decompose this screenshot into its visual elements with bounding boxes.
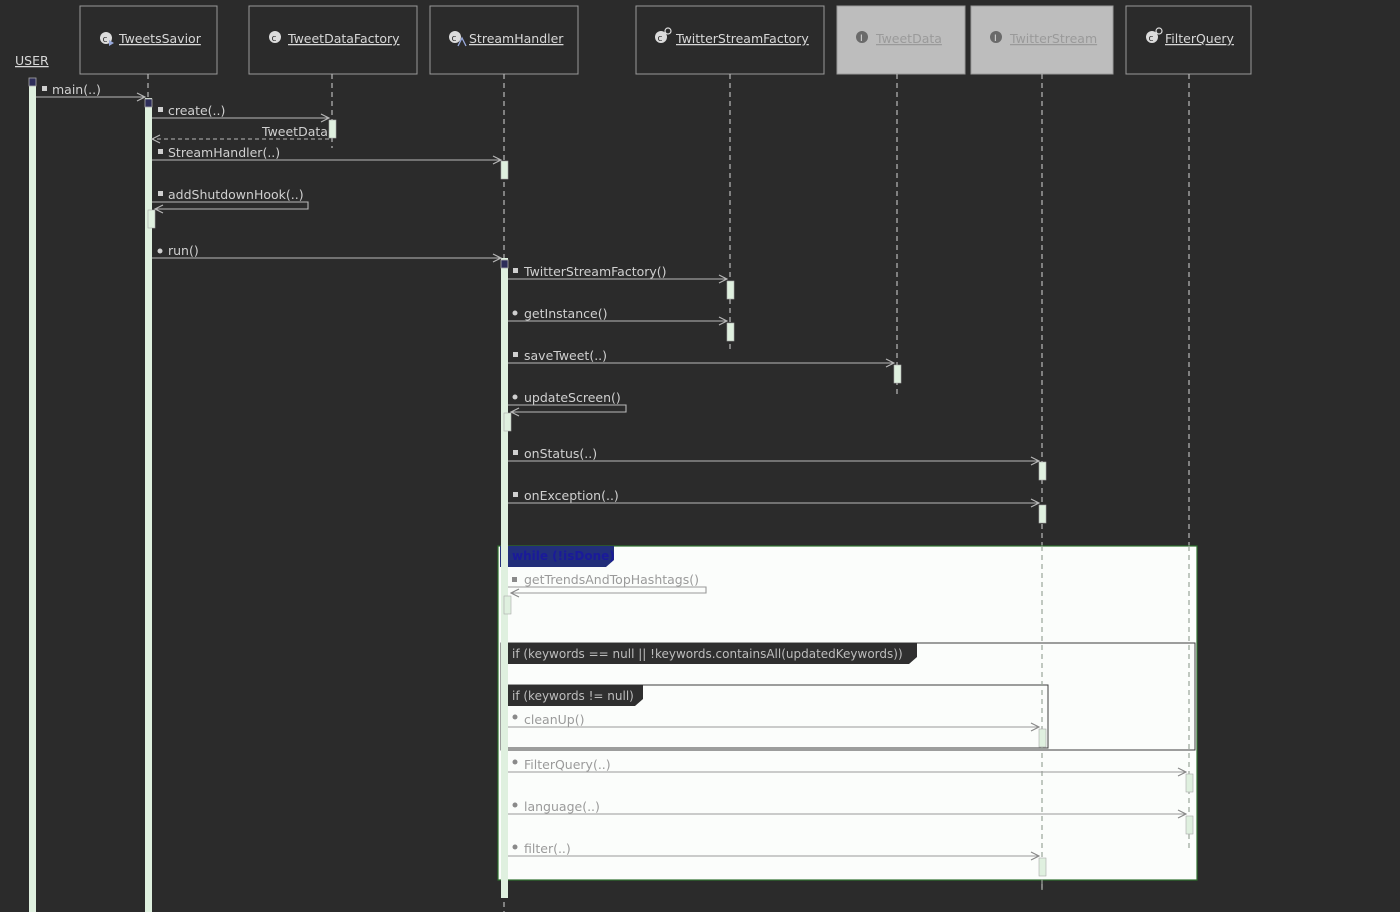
message-addshutdownhook: addShutdownHook(..) bbox=[168, 187, 304, 202]
participant-label: TweetDataFactory bbox=[287, 31, 400, 46]
message-create: create(..) bbox=[168, 103, 225, 118]
svg-text:c: c bbox=[658, 34, 663, 44]
class-icon: c bbox=[269, 31, 281, 44]
method-icon bbox=[513, 492, 518, 497]
method-icon bbox=[512, 759, 518, 765]
participant-label: TweetData bbox=[875, 31, 942, 46]
method-icon bbox=[158, 149, 163, 154]
participant-streamhandler[interactable]: c StreamHandler bbox=[429, 5, 579, 75]
method-icon bbox=[42, 86, 47, 91]
message-gettrendsandtophashtags: getTrendsAndTopHashtags() bbox=[524, 572, 699, 587]
user-actor-label: USER bbox=[15, 53, 49, 68]
message-twitterstreamfactory-ctor: TwitterStreamFactory() bbox=[523, 264, 667, 279]
participant-tweetdatafactory[interactable]: c TweetDataFactory bbox=[248, 5, 418, 75]
interface-icon: I bbox=[990, 31, 1002, 44]
participant-twitterstream[interactable]: I TwitterStream bbox=[970, 5, 1114, 75]
message-return-tweetdata: TweetData bbox=[261, 124, 328, 139]
participant-twitterstreamfactory[interactable]: c TwitterStreamFactory bbox=[635, 5, 825, 75]
frame-method-icons bbox=[512, 577, 518, 850]
svg-text:c: c bbox=[103, 35, 108, 45]
if-outer-frame: if (keywords == null || !keywords.contai… bbox=[500, 642, 1196, 751]
message-cleanup: cleanUp() bbox=[524, 712, 584, 727]
method-icon bbox=[512, 714, 518, 720]
svg-text:I: I bbox=[994, 34, 997, 44]
message-updatescreen: updateScreen() bbox=[524, 390, 621, 405]
final-class-icon: c bbox=[1146, 27, 1163, 44]
while-frame: while (!isDone) bbox=[497, 545, 1198, 881]
method-icon bbox=[513, 450, 518, 455]
participant-label: StreamHandler bbox=[469, 31, 564, 46]
method-icon bbox=[513, 268, 518, 273]
messages bbox=[36, 97, 1039, 503]
method-icon bbox=[157, 248, 163, 254]
svg-text:c: c bbox=[452, 34, 457, 44]
frame-message-labels: getTrendsAndTopHashtags() cleanUp() Filt… bbox=[524, 572, 699, 856]
message-savetweet: saveTweet(..) bbox=[524, 348, 607, 363]
call-boxes bbox=[147, 119, 1194, 877]
message-main: main(..) bbox=[52, 82, 101, 97]
message-getinstance: getInstance() bbox=[524, 306, 607, 321]
svg-text:c: c bbox=[272, 34, 277, 44]
activation-tweetssavior bbox=[145, 98, 152, 912]
message-streamhandler-ctor: StreamHandler(..) bbox=[168, 145, 280, 160]
frame-lifelines bbox=[1041, 546, 1190, 890]
method-icon bbox=[512, 844, 518, 850]
interface-icon: I bbox=[856, 31, 868, 44]
abstract-class-icon: c bbox=[449, 31, 467, 47]
class-main-icon: c bbox=[100, 32, 114, 46]
method-icon bbox=[512, 394, 518, 400]
participant-tweetdata[interactable]: I TweetData bbox=[836, 5, 966, 75]
if-outer-frame-label: if (keywords == null || !keywords.contai… bbox=[512, 647, 903, 661]
message-filterquery-ctor: FilterQuery(..) bbox=[524, 757, 611, 772]
activations bbox=[28, 77, 509, 912]
activation-user bbox=[29, 78, 36, 912]
message-onstatus: onStatus(..) bbox=[524, 446, 597, 461]
message-labels: main(..) create(..) TweetData StreamHand… bbox=[52, 82, 667, 503]
message-run: run() bbox=[168, 243, 199, 258]
final-class-icon: c bbox=[655, 27, 672, 44]
method-icon bbox=[158, 107, 163, 112]
method-icons bbox=[42, 86, 518, 497]
method-icon bbox=[158, 191, 163, 196]
activation-streamhandler bbox=[501, 258, 508, 898]
svg-text:c: c bbox=[1149, 34, 1154, 44]
participant-label: TwitterStream bbox=[1009, 31, 1097, 46]
method-icon bbox=[512, 802, 518, 808]
if-inner-frame-label: if (keywords != null) bbox=[512, 689, 634, 703]
message-onexception: onException(..) bbox=[524, 488, 619, 503]
method-icon bbox=[512, 577, 517, 582]
participant-tweetssavior[interactable]: c TweetsSavior bbox=[79, 5, 218, 75]
frame-messages bbox=[508, 586, 1186, 856]
method-icon bbox=[512, 310, 518, 316]
participant-label: TweetsSavior bbox=[118, 31, 202, 46]
participant-label: TwitterStreamFactory bbox=[675, 31, 809, 46]
method-icon bbox=[513, 352, 518, 357]
participant-label: FilterQuery bbox=[1165, 31, 1235, 46]
while-frame-label: while (!isDone) bbox=[512, 549, 615, 563]
participant-filterquery[interactable]: c FilterQuery bbox=[1125, 5, 1252, 75]
message-filter: filter(..) bbox=[524, 841, 571, 856]
svg-text:I: I bbox=[860, 34, 863, 44]
message-language: language(..) bbox=[524, 799, 600, 814]
